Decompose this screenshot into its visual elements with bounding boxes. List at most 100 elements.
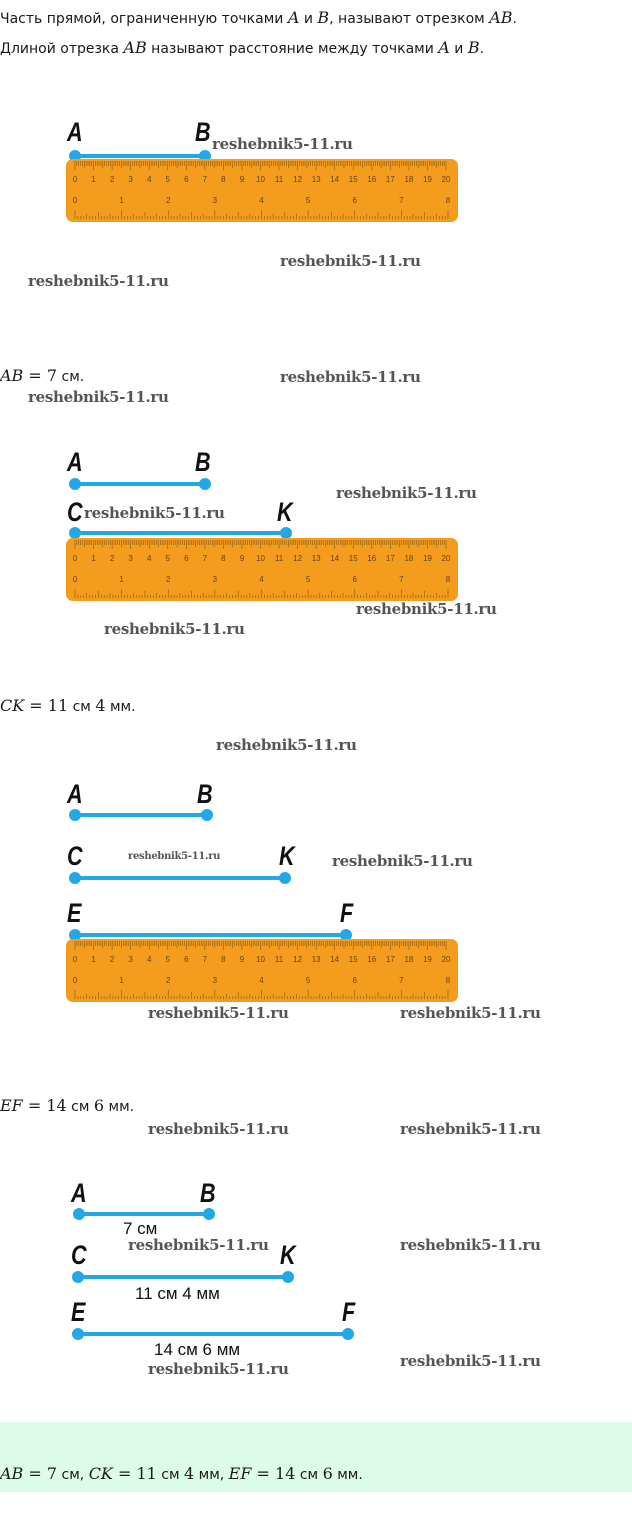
watermark: reshebnik5-11.ru bbox=[84, 504, 225, 522]
text: и bbox=[449, 41, 468, 57]
point-label-c: C bbox=[67, 841, 83, 871]
point-b bbox=[201, 809, 213, 821]
math: B bbox=[317, 8, 330, 27]
point-label-b: B bbox=[195, 117, 211, 147]
inch-tick-label: 0 bbox=[73, 196, 78, 205]
cm-tick-label: 14 bbox=[330, 955, 339, 964]
cm-tick-label: 15 bbox=[349, 175, 358, 184]
math: AB bbox=[0, 1464, 24, 1483]
cm-tick-label: 3 bbox=[128, 955, 133, 964]
math: = 14 bbox=[22, 1096, 67, 1115]
math: = 7 bbox=[23, 366, 58, 385]
watermark: reshebnik5-11.ru bbox=[400, 1352, 541, 1370]
cm-tick-label: 11 bbox=[275, 955, 284, 964]
math: = 11 bbox=[24, 696, 69, 715]
point-label-k: K bbox=[279, 841, 295, 871]
point-label-a: A bbox=[67, 447, 83, 477]
definition-line-2: Длиной отрезка AB называют расстояние ме… bbox=[0, 38, 484, 57]
inch-tick-label: 8 bbox=[446, 196, 451, 205]
point-k bbox=[280, 527, 292, 539]
answer-text: AB = 7 см, CK = 11 см 4 мм, EF = 14 см 6… bbox=[0, 1464, 363, 1483]
point-b bbox=[203, 1208, 215, 1220]
cm-tick-label: 8 bbox=[221, 554, 226, 563]
point-label-b: B bbox=[197, 779, 213, 809]
watermark: reshebnik5-11.ru bbox=[400, 1004, 541, 1022]
cm-tick-label: 5 bbox=[166, 554, 171, 563]
text: Часть прямой, ограниченную точками bbox=[0, 11, 288, 27]
segment-ck bbox=[75, 876, 285, 880]
text: см bbox=[68, 699, 96, 715]
segment-ab bbox=[75, 813, 207, 817]
inch-tick-label: 6 bbox=[353, 575, 358, 584]
point-label-a: A bbox=[67, 117, 83, 147]
cm-tick-label: 3 bbox=[128, 554, 133, 563]
cm-tick-label: 4 bbox=[147, 554, 152, 563]
math: 6 bbox=[322, 1464, 333, 1483]
cm-tick-label: 19 bbox=[423, 554, 432, 563]
math: AB bbox=[489, 8, 513, 27]
cm-tick-label: 11 bbox=[275, 554, 284, 563]
inch-tick-label: 4 bbox=[259, 976, 264, 985]
watermark: reshebnik5-11.ru bbox=[332, 852, 473, 870]
inch-tick-label: 1 bbox=[119, 976, 124, 985]
point-c bbox=[69, 527, 81, 539]
inch-tick-label: 5 bbox=[306, 575, 311, 584]
text: см bbox=[295, 1467, 323, 1483]
point-b bbox=[199, 478, 211, 490]
text: мм. bbox=[104, 1099, 135, 1115]
segment-ck bbox=[75, 531, 286, 535]
point-label-e: E bbox=[71, 1297, 86, 1327]
cm-tick-label: 16 bbox=[367, 175, 376, 184]
point-e bbox=[72, 1328, 84, 1340]
inch-tick-label: 2 bbox=[166, 575, 171, 584]
text: см bbox=[156, 1467, 184, 1483]
cm-tick-label: 1 bbox=[91, 955, 96, 964]
cm-tick-label: 8 bbox=[221, 955, 226, 964]
point-c bbox=[69, 872, 81, 884]
math: B bbox=[467, 38, 480, 57]
segment-ab bbox=[75, 154, 205, 158]
cm-tick-label: 13 bbox=[312, 955, 321, 964]
inch-tick-label: 5 bbox=[306, 196, 311, 205]
point-a bbox=[73, 1208, 85, 1220]
point-label-f: F bbox=[342, 1297, 356, 1327]
math: AB bbox=[123, 38, 147, 57]
inch-tick-label: 0 bbox=[73, 575, 78, 584]
text: см, bbox=[57, 1467, 89, 1483]
point-label-a: A bbox=[67, 779, 83, 809]
cm-tick-label: 19 bbox=[423, 175, 432, 184]
inch-tick-label: 3 bbox=[213, 575, 218, 584]
watermark: reshebnik5-11.ru bbox=[28, 388, 169, 406]
cm-tick-label: 7 bbox=[203, 175, 208, 184]
length-label-ab: 7 см bbox=[123, 1219, 158, 1238]
watermark: reshebnik5-11.ru bbox=[104, 620, 245, 638]
cm-tick-label: 1 bbox=[91, 175, 96, 184]
inch-tick-label: 7 bbox=[399, 196, 404, 205]
cm-tick-label: 12 bbox=[293, 554, 302, 563]
cm-tick-label: 17 bbox=[386, 175, 395, 184]
cm-tick-label: 17 bbox=[386, 554, 395, 563]
segment-ck bbox=[78, 1275, 288, 1279]
point-f bbox=[340, 929, 352, 941]
point-label-a: A bbox=[71, 1178, 87, 1208]
text: см. bbox=[57, 369, 85, 385]
cm-tick-label: 7 bbox=[203, 955, 208, 964]
cm-tick-label: 19 bbox=[423, 955, 432, 964]
segment-ef bbox=[75, 933, 346, 937]
cm-tick-label: 13 bbox=[312, 554, 321, 563]
inch-tick-label: 2 bbox=[166, 976, 171, 985]
math: 6 bbox=[93, 1096, 105, 1115]
text: см bbox=[66, 1099, 94, 1115]
point-c bbox=[72, 1271, 84, 1283]
cm-tick-label: 10 bbox=[256, 175, 265, 184]
watermark: reshebnik5-11.ru bbox=[148, 1360, 289, 1378]
point-label-b: B bbox=[200, 1178, 216, 1208]
point-k bbox=[279, 872, 291, 884]
